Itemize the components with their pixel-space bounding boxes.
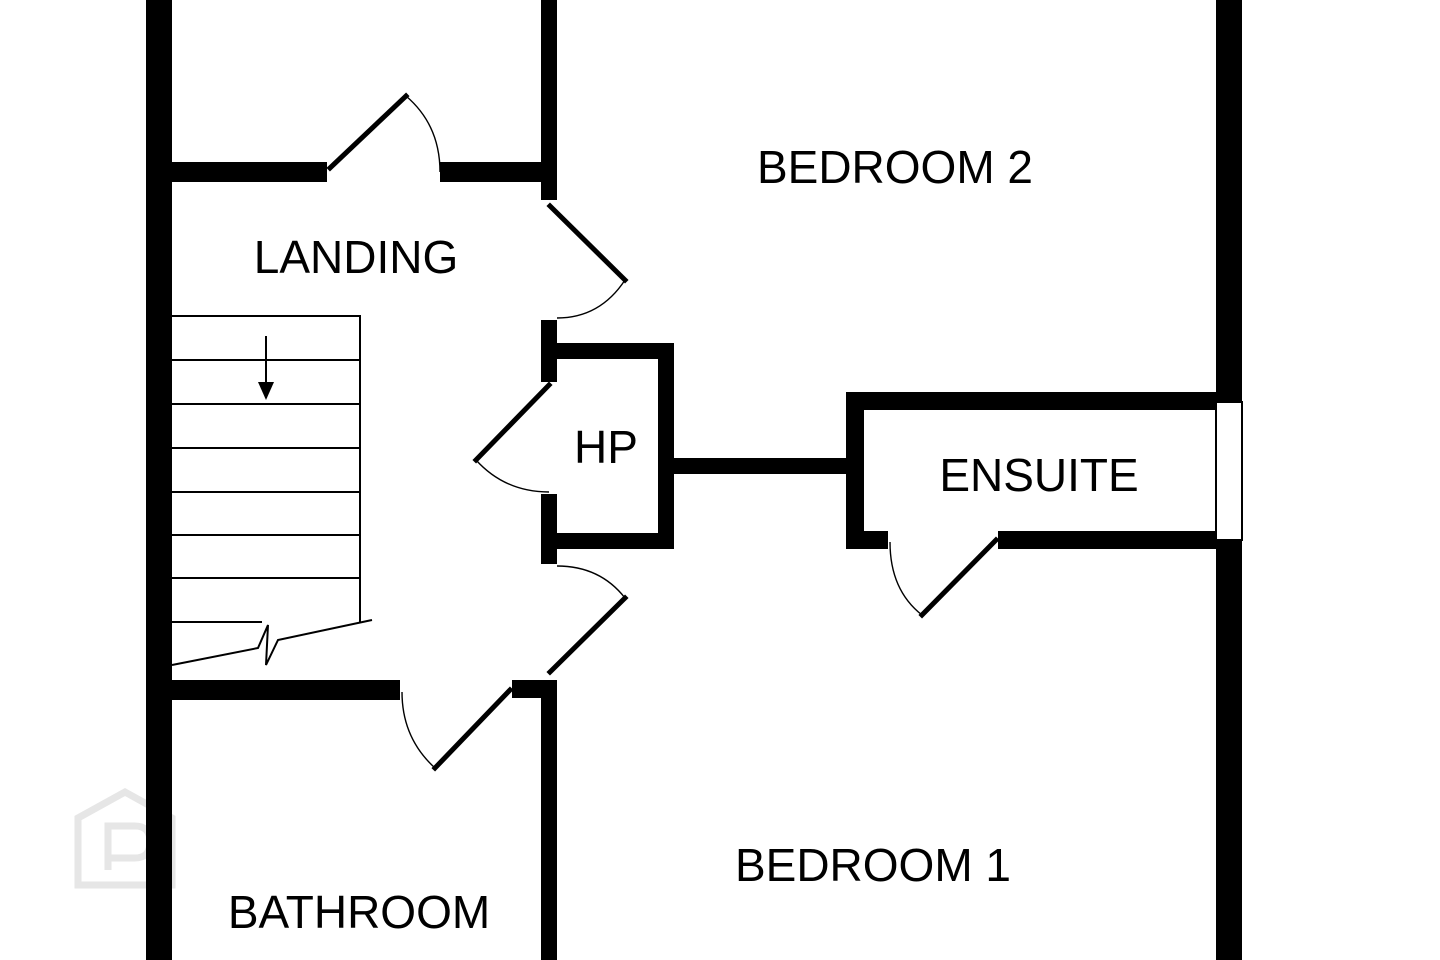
wall-right-outer-upper [1216, 0, 1242, 402]
wall-landing-right-b [541, 494, 557, 564]
door-bedroom-2 [546, 202, 629, 319]
wall-bedroom-partition [674, 458, 846, 474]
wall-ensuite-bottom-left [846, 531, 888, 549]
window-ensuite [1215, 401, 1243, 541]
stairs [171, 315, 373, 666]
wall-right-outer-lower [1216, 538, 1242, 960]
label-landing: LANDING [254, 231, 458, 283]
door-bedroom-1 [546, 565, 629, 676]
stair-break-line [171, 619, 373, 666]
wall-landing-top-left [172, 162, 327, 182]
arrow-down-icon [258, 336, 274, 400]
door-ensuite [889, 536, 1000, 619]
door-bathroom [401, 686, 514, 772]
wall-landing-top-right [440, 162, 557, 182]
walls [146, 0, 1242, 960]
label-bedroom-2: BEDROOM 2 [757, 141, 1033, 193]
wall-hp-right [658, 343, 674, 549]
wall-ensuite-left [846, 392, 864, 549]
wall-top-room-right [541, 0, 557, 200]
wall-hp-top [541, 343, 674, 359]
label-ensuite: ENSUITE [939, 449, 1138, 501]
wall-bathroom-right [541, 680, 557, 960]
wall-ensuite-bottom-right [998, 531, 1242, 549]
door-top-room [326, 92, 441, 173]
wall-landing-bottom-left [172, 680, 400, 700]
room-labels: LANDING BEDROOM 2 HP ENSUITE BEDROOM 1 B… [228, 141, 1139, 938]
label-hp: HP [574, 421, 638, 473]
label-bedroom-1: BEDROOM 1 [735, 839, 1011, 891]
wall-ensuite-top [846, 392, 1242, 410]
label-bathroom: BATHROOM [228, 886, 490, 938]
wall-hp-bottom [541, 533, 674, 549]
wall-left-outer [146, 0, 172, 960]
doors [326, 92, 1000, 772]
door-hp [472, 381, 553, 493]
